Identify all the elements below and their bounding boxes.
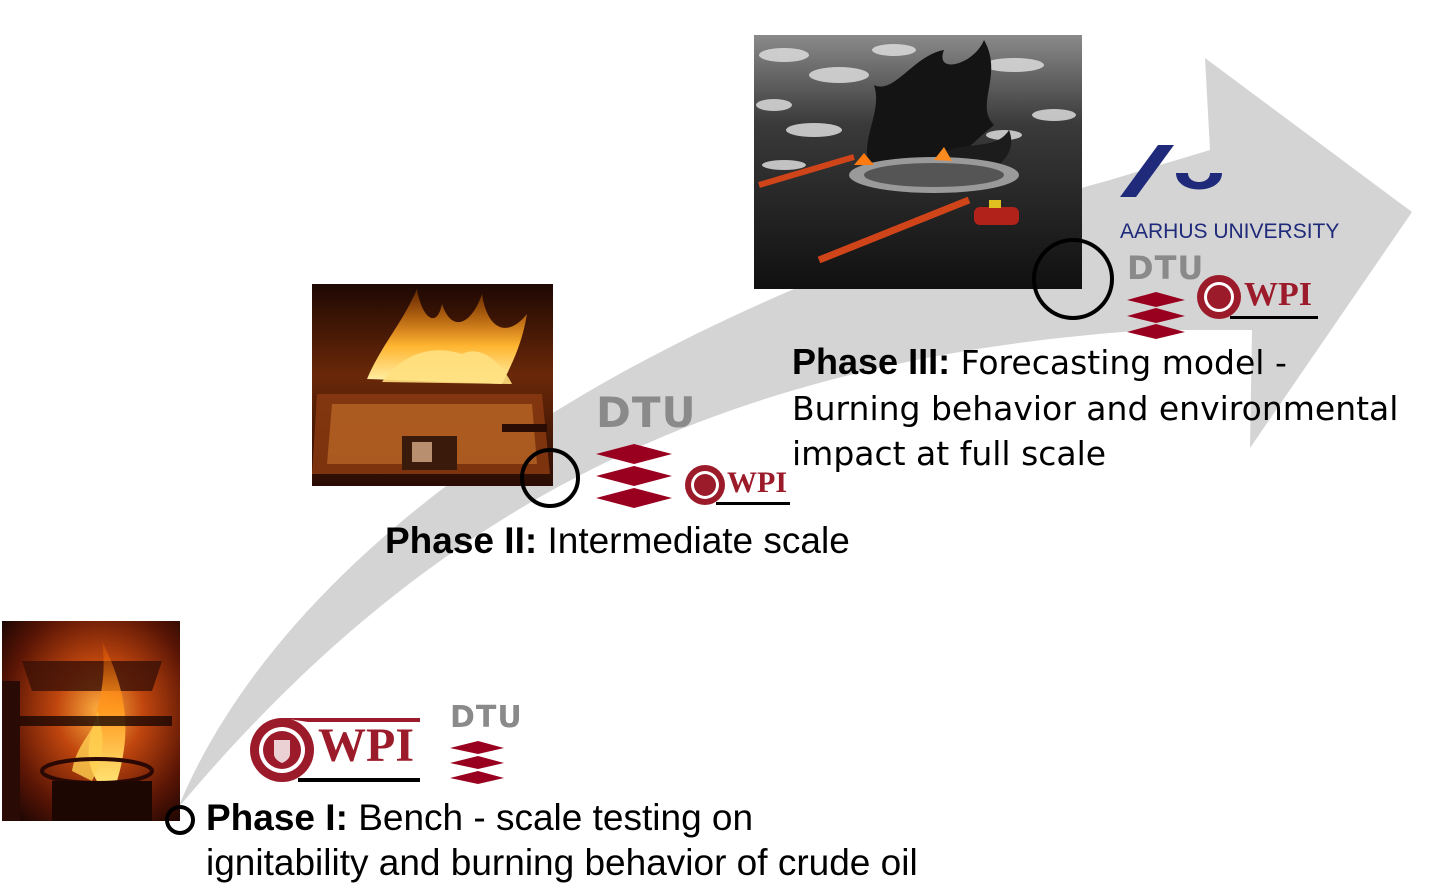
- phase3-caption-line1: Phase III: Forecasting model -: [792, 338, 1432, 387]
- dtu-logo: DTU: [1125, 252, 1203, 340]
- dtu-logo: DTU: [448, 703, 522, 785]
- dtu-logo-text: DTU: [596, 388, 697, 437]
- phase2-caption: Phase II: Intermediate scale: [385, 518, 1085, 563]
- phase1-marker: [165, 805, 195, 835]
- wpi-logo: WPI: [684, 464, 790, 506]
- phase3-text-line1: Forecasting model -: [960, 343, 1287, 382]
- phase2-marker: [520, 448, 580, 508]
- wpi-logo: WPI: [248, 716, 420, 784]
- wpi-logo: WPI: [1196, 274, 1318, 320]
- phase2-text-line1: Intermediate scale: [547, 520, 850, 561]
- phase3-marker: [1032, 238, 1114, 320]
- phase3-photo: [754, 35, 1082, 289]
- dtu-logo: DTU: [594, 392, 696, 508]
- phase1-text-line1: Bench - scale testing on: [358, 797, 754, 838]
- dtu-logo-text: DTU: [450, 700, 523, 735]
- phase1-heading: Phase I:: [206, 797, 348, 838]
- phase3-heading: Phase III:: [792, 341, 951, 382]
- wpi-logo-text: WPI: [318, 719, 414, 772]
- phase2-photo: [312, 284, 553, 486]
- phase1-caption: Phase I: Bench - scale testing on ignita…: [206, 795, 1106, 885]
- dtu-logo-text: DTU: [1127, 249, 1205, 287]
- phase3-text-line2: Burning behavior and environmental: [792, 388, 1399, 428]
- aarhus-logo-text: AARHUS UNIVERSITY: [1120, 220, 1340, 243]
- wpi-logo-text: WPI: [1244, 276, 1312, 313]
- wpi-logo-text: WPI: [727, 466, 787, 499]
- phase3-caption: Phase III: Forecasting model - Burning b…: [792, 338, 1432, 477]
- phase1-photo: [2, 621, 180, 821]
- phase3-text-line3: impact at full scale: [792, 433, 1107, 473]
- phase2-heading: Phase II:: [385, 520, 538, 561]
- phase1-caption-line1: Phase I: Bench - scale testing on: [206, 795, 1106, 840]
- phase1-text-line2: ignitability and burning behavior of cru…: [206, 842, 918, 884]
- aarhus-logo: AARHUS UNIVERSITY: [1118, 145, 1340, 245]
